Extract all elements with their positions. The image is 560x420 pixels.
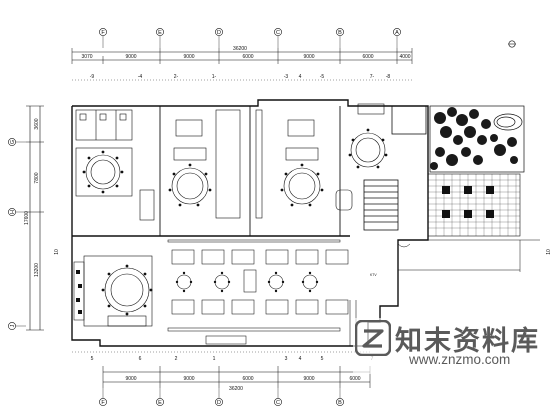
top-dimension-3: 9000 [183, 54, 194, 60]
watermark-url: www.znzmo.com [409, 352, 511, 367]
sub-axis-bottom-3: 2 [175, 356, 178, 362]
axis-label-h: H [10, 210, 16, 214]
left-dimension-1: 3600 [34, 118, 40, 129]
bottom-dimension-3: 6000 [242, 376, 253, 382]
znzmo-logo-icon [355, 320, 391, 356]
sub-axis-top-1: -9 [90, 74, 95, 80]
sub-axis-bottom-7: 5 [321, 356, 324, 362]
axis-label-d: D [217, 30, 221, 36]
axis-label-g: G [10, 140, 16, 144]
sub-axis-top-2: -4 [138, 74, 143, 80]
bottom-dimension-4: 9000 [303, 376, 314, 382]
sub-axis-bottom-2: 6 [139, 356, 142, 362]
sub-axis-bottom-6: 4 [299, 356, 302, 362]
left-dimension-3: 13200 [34, 263, 40, 277]
top-dimension-5: 9000 [303, 54, 314, 60]
axis-label-c-bottom: C [276, 400, 280, 406]
bottom-dimension-2: 9000 [183, 376, 194, 382]
axis-label-c: C [276, 30, 280, 36]
left-dimension-2: 7800 [34, 172, 40, 183]
top-dimension-2: 9000 [125, 54, 136, 60]
axis-label-a: A [395, 30, 399, 36]
sub-axis-bottom-1: 5 [91, 356, 94, 362]
watermark: 知末资料库 www.znzmo.com [353, 318, 558, 374]
top-dimension-7: 4000 [399, 54, 410, 60]
sub-axis-top-9: -8 [386, 74, 391, 80]
sub-axis-top-8: 7- [370, 74, 375, 80]
sub-axis-top-6: 4 [299, 74, 302, 80]
side-mark-left: 10 [54, 249, 60, 255]
axis-label-f-bottom: F [101, 400, 105, 406]
top-dimension-6: 6000 [362, 54, 373, 60]
sub-axis-top-3: 2- [174, 74, 179, 80]
top-overall-dimension: 36200 [233, 46, 247, 52]
axis-label-e-bottom: E [158, 400, 162, 406]
axis-label-b-bottom: B [338, 400, 342, 406]
sub-axis-top-5: -3 [284, 74, 289, 80]
sub-axis-top-7: -5 [320, 74, 325, 80]
top-dimension-4: 6000 [242, 54, 253, 60]
left-overall-dimension: 17600 [24, 211, 30, 225]
axis-label-j: J [10, 324, 16, 327]
bottom-overall-dimension: 36200 [229, 386, 243, 392]
bottom-dimension-5: 6000 [349, 376, 360, 382]
side-mark-right: 10 [546, 249, 552, 255]
sub-axis-bottom-5: 3 [285, 356, 288, 362]
sub-axis-bottom-4: 1 [213, 356, 216, 362]
top-dimension-1: 3070 [81, 54, 92, 60]
axis-label-f: F [101, 30, 105, 36]
bottom-dimension-1: 9000 [125, 376, 136, 382]
axis-label-b: B [338, 30, 342, 36]
axis-label-e: E [158, 30, 162, 36]
axis-label-d-bottom: D [217, 400, 221, 406]
sub-axis-top-4: 1- [212, 74, 217, 80]
watermark-site-name: 知末资料库 [395, 326, 540, 356]
room-label-ktv: KTV [370, 273, 377, 277]
